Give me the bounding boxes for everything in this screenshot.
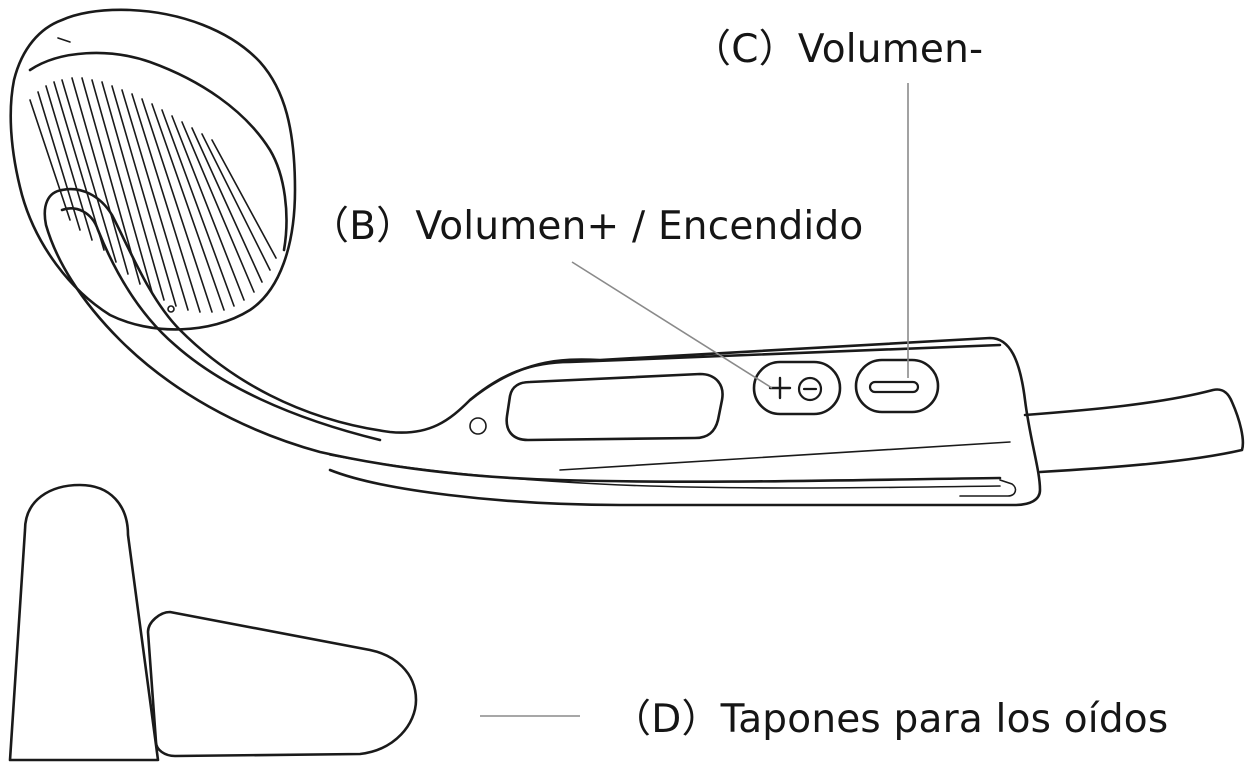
label-d-text: Tapones para los oídos <box>721 697 1169 742</box>
label-b-letter: B <box>349 204 376 249</box>
earplug-upright <box>10 485 158 760</box>
earplug-lying <box>148 612 416 756</box>
label-d-letter: D <box>651 697 681 742</box>
label-earplugs: （D）Tapones para los oídos <box>612 700 1168 739</box>
label-b-text: Volumen+ / Encendido <box>415 204 863 249</box>
volume-up-power-button[interactable] <box>754 362 840 414</box>
label-c-letter: C <box>731 27 758 72</box>
label-volume-up-power: （B）Volumen+ / Encendido <box>310 207 863 246</box>
label-c-text: Volumen- <box>798 27 983 72</box>
window-slot <box>507 374 723 440</box>
label-volume-down: （C）Volumen- <box>692 30 983 69</box>
leader-lines <box>480 83 908 716</box>
transducer-pad <box>11 10 295 330</box>
leader-line-b <box>572 262 772 388</box>
earplugs <box>10 485 416 760</box>
volume-down-button[interactable] <box>856 360 938 412</box>
cable-tail <box>1025 390 1243 473</box>
